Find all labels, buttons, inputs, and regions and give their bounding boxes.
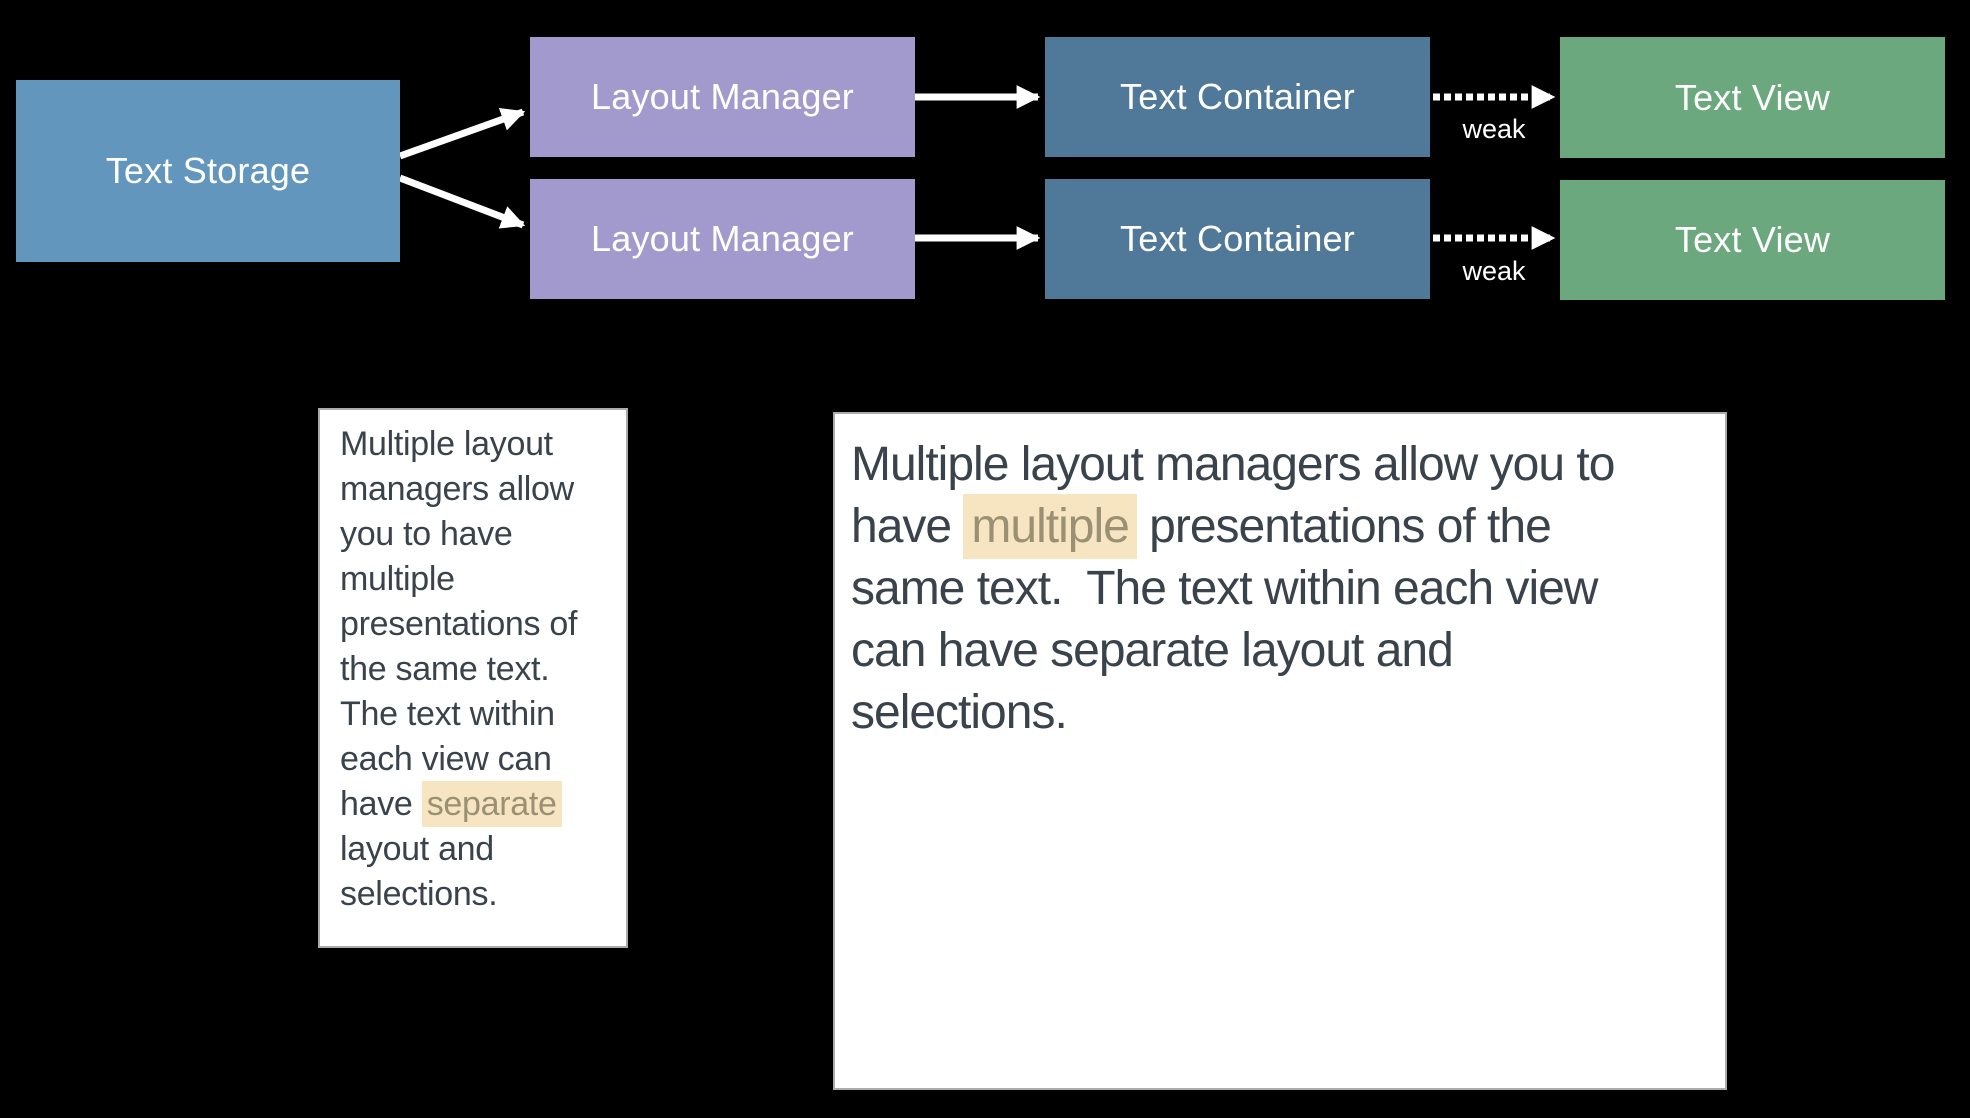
text-line: selections.	[340, 875, 498, 913]
text-container-box-1: Text Container	[1045, 37, 1430, 157]
text-storage-box: Text Storage	[16, 80, 400, 262]
arrow-storage-to-layout-manager-2	[398, 174, 526, 229]
text-container-label-1: Text Container	[1120, 76, 1355, 117]
text-line: each view can	[340, 740, 552, 778]
highlighted-word-multiple: multiple	[963, 494, 1137, 559]
layout-manager-label-2: Layout Manager	[591, 218, 854, 259]
layout-manager-box-2: Layout Manager	[530, 179, 915, 299]
text-line: you to have	[340, 515, 513, 553]
text-view-box-1: Text View	[1560, 37, 1945, 158]
text-line: have separate	[340, 781, 626, 827]
text-line: Multiple layout	[340, 425, 553, 463]
text-line: presentations of	[340, 605, 578, 643]
text-view-box-2: Text View	[1560, 180, 1945, 300]
layout-manager-label-1: Layout Manager	[591, 76, 854, 117]
text-line: managers allow	[340, 470, 574, 508]
text-line: the same text.	[340, 650, 550, 688]
text-line: multiple	[340, 560, 455, 598]
large-text-view[interactable]: Multiple layout managers allow you to ha…	[833, 412, 1727, 1090]
small-text-view[interactable]: Multiple layout managers allow you to ha…	[318, 408, 628, 948]
weak-label-2: weak	[1462, 256, 1526, 286]
text-line: have multiple presentations of the	[851, 494, 1725, 559]
text-view-label-2: Text View	[1674, 219, 1831, 260]
weak-label-1: weak	[1462, 114, 1526, 144]
layout-manager-box-1: Layout Manager	[530, 37, 915, 157]
text-line: Multiple layout managers allow you to	[851, 438, 1615, 491]
arrow-storage-to-layout-manager-1	[398, 108, 526, 160]
text-container-label-2: Text Container	[1120, 218, 1355, 259]
text-container-box-2: Text Container	[1045, 179, 1430, 299]
text-line: can have separate layout and	[851, 624, 1454, 677]
text-storage-label: Text Storage	[105, 150, 311, 191]
text-line: selections.	[851, 686, 1068, 739]
text-view-label-1: Text View	[1674, 76, 1831, 118]
text-line: same text. The text within each view	[851, 562, 1598, 615]
highlighted-word-separate: separate	[421, 781, 562, 827]
text-line: The text within	[340, 695, 555, 733]
text-line: layout and	[340, 830, 494, 868]
